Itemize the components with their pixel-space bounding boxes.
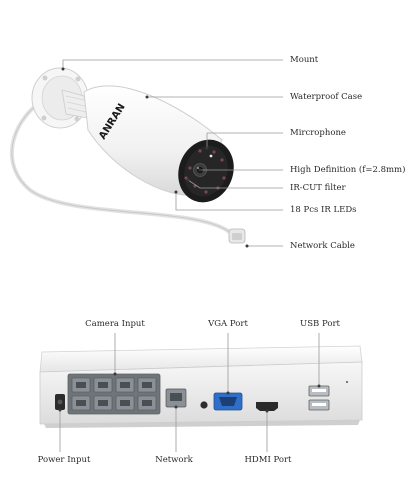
network-port xyxy=(165,388,187,408)
label-network-cable: Network Cable xyxy=(290,241,355,251)
label-power-input: Power Input xyxy=(37,455,91,465)
mount-base xyxy=(31,67,89,129)
camera-body xyxy=(83,85,234,203)
hdmi-port xyxy=(256,402,278,411)
status-led xyxy=(346,381,348,383)
nvr-leaders xyxy=(58,333,321,452)
label-high-definition: High Definition (f=2.8mm) xyxy=(290,165,405,175)
label-microphone: Mircrophone xyxy=(290,128,346,138)
nvr-illustration xyxy=(39,345,363,428)
camera-illustration: ANRAN xyxy=(10,67,246,244)
label-mount: Mount xyxy=(290,55,319,65)
label-vga-port: VGA Port xyxy=(208,319,248,329)
vga-port xyxy=(213,392,243,411)
rj45-connector xyxy=(228,228,246,244)
power-jack xyxy=(55,394,65,410)
label-ir-cut-filter: IR-CUT filter xyxy=(290,183,346,193)
camera-leaders xyxy=(61,59,283,248)
label-hdmi-port: HDMI Port xyxy=(244,455,292,465)
label-waterproof-case: Waterproof Case xyxy=(290,92,363,102)
label-usb-port: USB Port xyxy=(300,319,340,329)
label-network: Network xyxy=(155,455,193,465)
label-ir-leds: 18 Pcs IR LEDs xyxy=(290,205,357,215)
camera-input-ports xyxy=(67,373,161,415)
label-camera-input: Camera Input xyxy=(85,319,145,329)
audio-jack xyxy=(200,401,208,409)
usb-ports xyxy=(308,385,330,411)
